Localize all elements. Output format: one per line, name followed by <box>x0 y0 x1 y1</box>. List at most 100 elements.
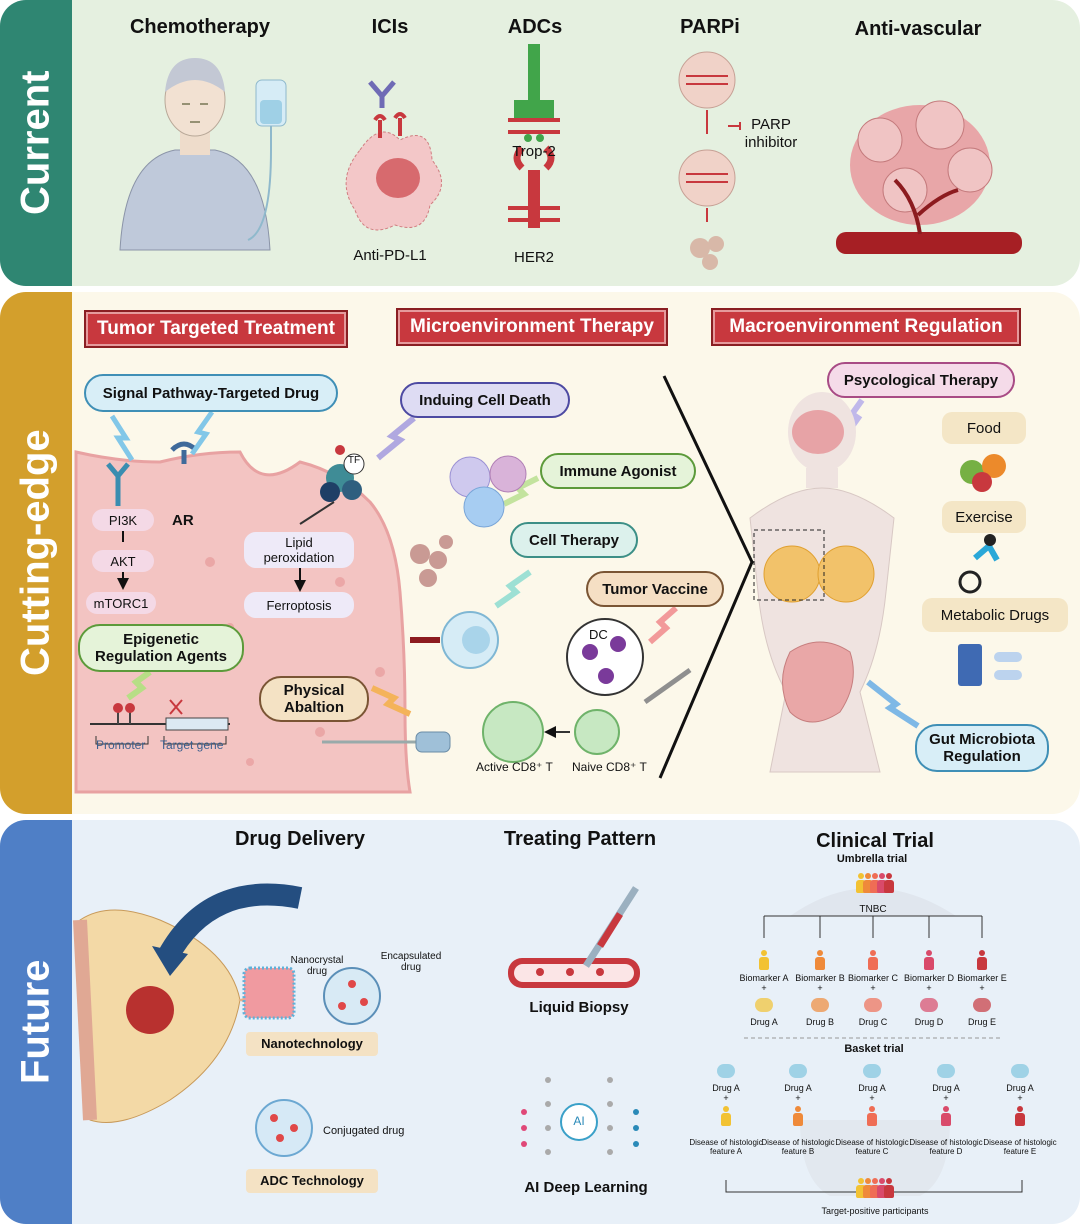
person-icon <box>793 1106 803 1126</box>
current-band <box>0 0 72 286</box>
tnbc-label: TNBC <box>859 904 887 915</box>
plus-sign: + <box>870 983 876 993</box>
tumor-targeted-header: Tumor Targeted Treatment <box>84 310 348 348</box>
future-band <box>0 820 72 1224</box>
basket-icon <box>800 1120 950 1196</box>
adc-nanoparticle-icon <box>255 1099 313 1157</box>
ai-label: AI <box>573 1114 585 1128</box>
inducing-cell-death-pill: Induing Cell Death <box>400 382 570 418</box>
chemotherapy-title: Chemotherapy <box>129 16 271 38</box>
person-icon <box>884 873 894 893</box>
anti-vascular-title: Anti-vascular <box>854 18 982 40</box>
exercise-tag: Exercise <box>942 501 1026 533</box>
anti-pdl1-label: Anti-PD-L1 <box>353 247 427 264</box>
drug-delivery-title: Drug Delivery <box>234 828 366 850</box>
dc-label: DC <box>589 627 608 642</box>
icis-title: ICIs <box>371 16 409 38</box>
pi3k-node: PI3K <box>92 509 154 531</box>
active-cd8-label: Active CD8⁺ T <box>476 760 553 774</box>
tumor-vessel-icon <box>836 100 1022 254</box>
drug-capsule-icon <box>717 1064 735 1078</box>
pills-icon <box>958 644 1022 686</box>
drug-capsule-icon <box>864 998 882 1012</box>
disease-label: Disease of histologic feature C <box>835 1138 909 1156</box>
disease-label: Disease of histologic feature A <box>689 1138 763 1156</box>
trop2-adc-icon <box>508 44 560 142</box>
future-illustrations <box>73 883 1023 1196</box>
signal-bolt-icon <box>109 414 135 462</box>
plus-sign: + <box>761 983 767 993</box>
tnbc-group-icon <box>856 873 894 899</box>
food-icon <box>960 454 1006 492</box>
biomarker-label: Biomarker A <box>739 973 789 983</box>
patient-icon <box>119 58 271 251</box>
drug-capsule-icon <box>811 998 829 1012</box>
plus-sign: + <box>723 1093 729 1103</box>
person-icon <box>941 1106 951 1126</box>
mtorc1-node: mTORC1 <box>86 592 156 614</box>
drug-label: Drug A <box>932 1083 960 1093</box>
person-icon <box>856 873 866 893</box>
person-icon <box>863 873 873 893</box>
target-gene-label: Target gene <box>160 738 224 752</box>
biomarker-label: Biomarker B <box>795 973 845 983</box>
person-icon <box>877 873 887 893</box>
encapsulated-drug-label: Encapsulated drug <box>380 951 442 973</box>
person-icon <box>924 950 934 970</box>
exercise-bike-icon <box>958 534 1000 594</box>
human-body-icon <box>749 392 895 773</box>
plus-sign: + <box>869 1093 875 1103</box>
person-icon <box>877 1178 887 1198</box>
immune-cells-icon <box>449 455 527 528</box>
neural-network-icon <box>521 1077 639 1155</box>
cd8-cells-icon <box>482 701 620 763</box>
psychological-therapy-pill: Psycological Therapy <box>827 362 1015 398</box>
drug-label: Drug A <box>784 1083 812 1093</box>
umbrella-branches <box>763 916 983 938</box>
drug-label: Drug B <box>805 1017 834 1027</box>
basket-trial-label: Basket trial <box>844 1043 904 1055</box>
parp-inhibitor-label: PARP inhibitor <box>744 116 798 151</box>
immune-agonist-pill: Immune Agonist <box>540 453 696 489</box>
person-icon <box>868 950 878 970</box>
adcs-title: ADCs <box>507 16 563 38</box>
drug-capsule-icon <box>1011 1064 1029 1078</box>
dc-cells-icon <box>566 618 644 696</box>
tf-complex-icon <box>299 445 365 525</box>
person-icon <box>867 1106 877 1126</box>
person-icon <box>1015 1106 1025 1126</box>
divider-line <box>658 375 754 779</box>
tumor-vaccine-pill: Tumor Vaccine <box>586 571 724 607</box>
blood-vessel-icon <box>508 958 640 988</box>
plus-sign: + <box>926 983 932 993</box>
gene-diagram-icon <box>90 699 230 745</box>
disease-label: Disease of histologic feature B <box>761 1138 835 1156</box>
person-icon <box>870 873 880 893</box>
drug-label: Drug D <box>914 1017 944 1027</box>
drug-capsule-icon <box>789 1064 807 1078</box>
macroenvironment-header: Macroenvironment Regulation <box>711 308 1021 346</box>
naive-cd8-label: Naive CD8⁺ T <box>572 760 647 774</box>
her2-adc-icon <box>508 145 560 228</box>
iv-bag-icon <box>247 79 287 241</box>
gut-microbiota-pill: Gut Microbiota Regulation <box>915 724 1049 772</box>
drug-label: Drug C <box>858 1017 888 1027</box>
nanocrystal-icon <box>242 966 296 1020</box>
adc-technology-tag: ADC Technology <box>246 1169 378 1193</box>
biomarker-label: Biomarker E <box>957 973 1007 983</box>
nanotechnology-tag: Nanotechnology <box>246 1032 378 1056</box>
physical-ablation-pill: Physical Abaltion <box>259 676 369 722</box>
pi3k-receptor-icon <box>106 462 130 506</box>
person-icon <box>884 1178 894 1198</box>
target-positive-group-icon <box>856 1178 894 1204</box>
drug-capsule-icon <box>973 998 991 1012</box>
drug-label: Drug A <box>858 1083 886 1093</box>
person-icon <box>863 1178 873 1198</box>
plus-sign: + <box>795 1093 801 1103</box>
drug-capsule-icon <box>863 1064 881 1078</box>
syringe-icon <box>643 667 692 705</box>
person-icon <box>721 1106 731 1126</box>
umbrella-trial-label: Umbrella trial <box>836 853 908 865</box>
drug-capsule-icon <box>920 998 938 1012</box>
promoter-label: Promoter <box>96 738 146 752</box>
